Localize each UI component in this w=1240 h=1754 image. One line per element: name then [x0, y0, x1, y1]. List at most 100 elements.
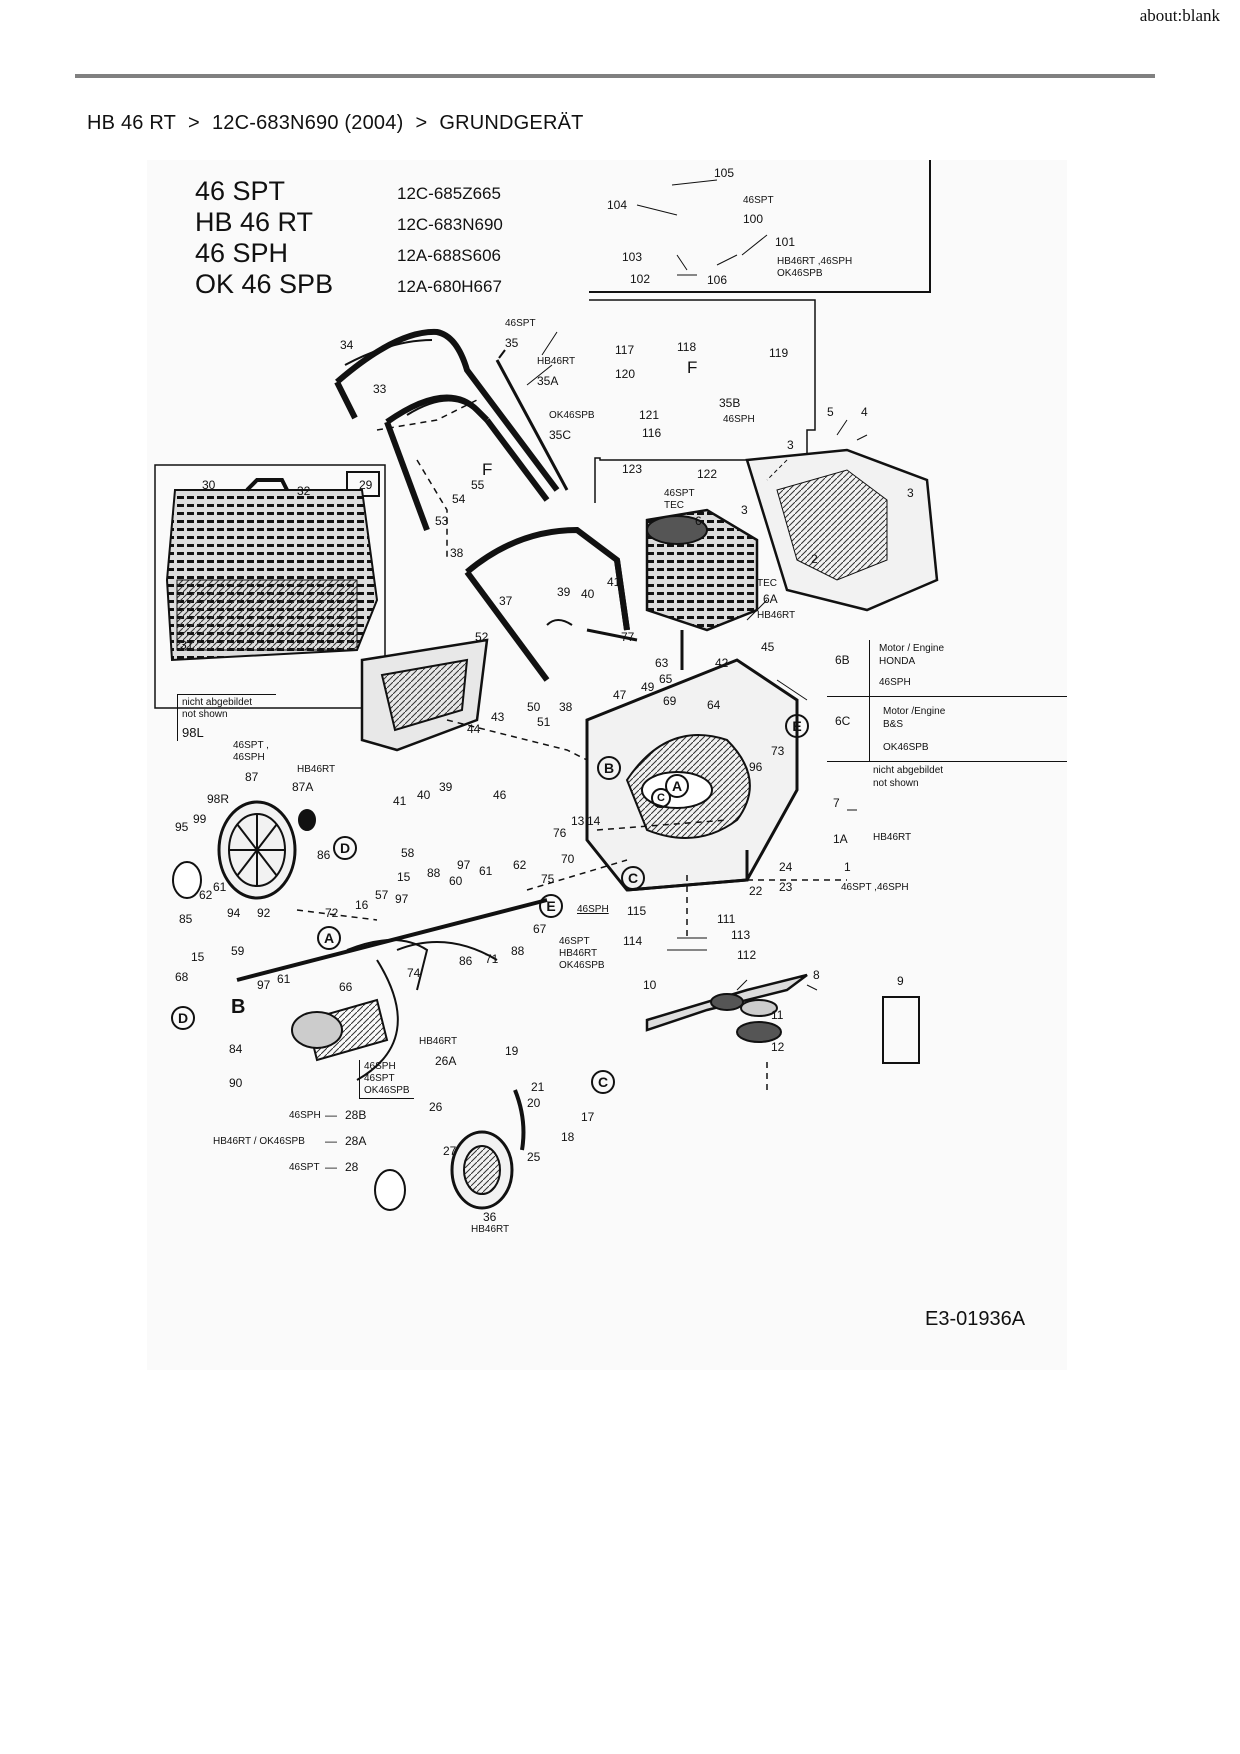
- callout: 98R: [207, 792, 230, 806]
- not-shown-note: nicht abgebildet not shown: [827, 762, 1067, 790]
- parts-diagram: 46 SPT HB 46 RT 46 SPH OK 46 SPB 12C-685…: [147, 160, 1067, 1370]
- callout: 17: [581, 1110, 595, 1124]
- callout: 11: [771, 1008, 784, 1022]
- callout: 50: [527, 700, 541, 714]
- model-tag-box: 46SPH 46SPT OK46SPB: [359, 1060, 414, 1099]
- callout: 103: [622, 250, 643, 264]
- callout: 46: [493, 788, 507, 802]
- breadcrumb-item-variant[interactable]: 12C-683N690 (2004): [211, 112, 404, 134]
- not-shown-label: not shown: [182, 709, 228, 720]
- callout: 25: [527, 1150, 541, 1164]
- callout: 97: [257, 978, 271, 992]
- callout: 61: [277, 972, 291, 986]
- breadcrumb-separator: >: [188, 112, 200, 134]
- callout: 24: [779, 860, 793, 874]
- callout: 32: [297, 484, 311, 498]
- not-shown-note: nicht abgebildet not shown 98L: [177, 694, 276, 741]
- model-name: 46 SPT: [195, 176, 286, 206]
- callout: 119: [769, 346, 789, 360]
- breadcrumb-item-assembly: GRUNDGERÄT: [439, 112, 584, 134]
- callout: 41: [607, 575, 621, 589]
- callout: 102: [630, 272, 651, 286]
- engine-desc: Motor /Engine: [883, 706, 946, 717]
- callout: 74: [407, 966, 421, 980]
- reference-circle: E: [785, 714, 809, 738]
- callout: 1A: [833, 832, 848, 846]
- callout: 16: [355, 898, 369, 912]
- reference-circle: E: [539, 894, 563, 918]
- reference-circle: A: [665, 774, 689, 798]
- model-tag: 46SPH: [364, 1061, 396, 1072]
- callout: 33: [373, 382, 387, 396]
- engine-model: OK46SPB: [883, 742, 929, 753]
- engine-row: 6C Motor /Engine B&S OK46SPB: [827, 697, 1067, 762]
- callout: 116: [642, 426, 662, 440]
- callout: 42: [715, 656, 729, 670]
- callout: 94: [227, 906, 241, 920]
- callout: 1: [844, 860, 851, 874]
- callout: 45: [761, 640, 775, 654]
- reference-circle: D: [171, 1006, 195, 1030]
- callouts: 105 104 46SPT 100 101 103 102 106 HB46RT…: [147, 160, 1067, 1370]
- model-tag: TEC: [757, 578, 777, 589]
- engine-desc: Motor / Engine: [879, 643, 945, 654]
- callout: 88: [511, 944, 525, 958]
- callout: 58: [401, 846, 415, 860]
- model-tag: 46SPT: [743, 195, 774, 206]
- model-tag: 46SPH: [723, 414, 755, 425]
- callout: 71: [485, 952, 499, 966]
- callout: 47: [613, 688, 627, 702]
- callout: 77: [621, 630, 635, 644]
- callout: 87A: [292, 780, 314, 794]
- callout: 117: [615, 343, 635, 357]
- callout: 28A: [345, 1134, 367, 1148]
- callout: 4: [861, 405, 868, 419]
- callout: 105: [714, 166, 735, 180]
- callout: F: [482, 460, 493, 479]
- callout: 23: [779, 880, 793, 894]
- model-tag: OK46SPB: [777, 268, 823, 279]
- callout: 5: [827, 405, 834, 419]
- breadcrumb-separator: >: [415, 112, 428, 134]
- callout: 115: [627, 904, 647, 918]
- not-shown-label: nicht abgebildet: [182, 697, 253, 708]
- callout: 96: [749, 760, 763, 774]
- callout: 87: [245, 770, 259, 784]
- callout: 88: [427, 866, 441, 880]
- callout: 121: [639, 408, 660, 422]
- callout: 114: [623, 934, 643, 948]
- model-code: 12A-680H667: [397, 277, 502, 296]
- reference-circle: A: [317, 926, 341, 950]
- engine-desc: HONDA: [879, 656, 916, 667]
- engine-ref: 6B: [835, 653, 850, 667]
- callout: 18: [561, 1130, 575, 1144]
- callout: 95: [175, 820, 189, 834]
- callout: 3: [741, 503, 748, 517]
- callout: 3: [907, 486, 914, 500]
- callout: 70: [561, 852, 575, 866]
- callout: 14: [587, 814, 601, 828]
- callout: 106: [707, 273, 728, 287]
- model-tag: 46SPH: [289, 1110, 321, 1121]
- callout: 85: [179, 912, 193, 926]
- callout: 68: [175, 970, 189, 984]
- engine-table: 6B Motor / Engine HONDA 46SPH 6C Motor /…: [827, 640, 1067, 790]
- callout: 69: [663, 694, 677, 708]
- not-shown-label: nicht abgebildet: [873, 765, 944, 776]
- model-tag: HB46RT: [873, 832, 912, 843]
- callout: 7: [833, 796, 840, 810]
- callout: 3: [787, 438, 794, 452]
- model-tag: 46SPH: [233, 752, 265, 763]
- callout: 36: [483, 1210, 497, 1224]
- callout: 40: [581, 587, 595, 601]
- callout: 75: [541, 872, 555, 886]
- callout: 10: [643, 978, 657, 992]
- model-tag: 46SPT: [505, 318, 536, 329]
- callout: 62: [199, 888, 213, 902]
- model-tag: TEC: [664, 500, 684, 511]
- callout: 99: [193, 812, 207, 826]
- breadcrumb-item-model[interactable]: HB 46 RT: [87, 112, 177, 134]
- reference-circle: C: [591, 1070, 615, 1094]
- callout: 112: [737, 948, 757, 962]
- model-tag: 46SPT: [559, 936, 590, 947]
